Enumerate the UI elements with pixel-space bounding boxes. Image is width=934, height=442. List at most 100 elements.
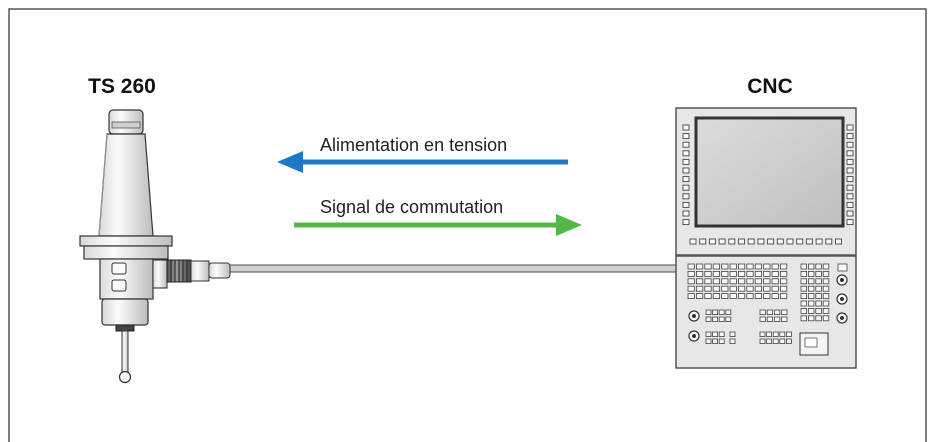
keyboard-key — [822, 293, 830, 300]
keyboard-key — [712, 263, 721, 270]
keyboard-key — [712, 316, 718, 322]
keyboard-key — [696, 278, 704, 285]
keyboard-key — [780, 278, 788, 285]
monitor-softkey — [846, 133, 854, 140]
signal-label: Signal de commutation — [320, 197, 503, 217]
monitor-softkey — [835, 238, 842, 245]
keyboard-key — [808, 293, 815, 300]
keyboard-key — [815, 285, 822, 292]
monitor-softkey — [728, 238, 736, 245]
keyboard-key — [800, 263, 807, 270]
keyboard-key — [721, 263, 729, 270]
keyboard-key — [815, 315, 822, 322]
keyboard-key — [759, 338, 766, 344]
keyboard-key — [780, 263, 788, 270]
keyboard-key — [815, 293, 822, 300]
monitor-softkey — [682, 124, 690, 131]
monitor-softkey — [682, 219, 690, 226]
keyboard-key — [696, 285, 704, 292]
monitor-softkey — [776, 238, 784, 245]
keyboard-key — [766, 338, 772, 344]
keyboard-key — [800, 300, 807, 307]
monitor-softkey — [682, 201, 690, 208]
keyboard-key — [808, 263, 815, 270]
keyboard-key — [808, 315, 815, 322]
keyboard-key — [738, 285, 746, 292]
keyboard-key — [772, 338, 779, 344]
monitor-softkey — [825, 238, 833, 245]
keyboard-key — [712, 338, 718, 344]
keyboard-key — [738, 263, 746, 270]
keyboard-key — [800, 270, 807, 277]
keyboard-key — [800, 293, 807, 300]
keyboard-key — [822, 270, 830, 277]
keyboard-key — [754, 285, 763, 292]
keyboard-key — [721, 270, 729, 277]
monitor-softkey — [846, 150, 854, 157]
keyboard-key — [696, 270, 704, 277]
keyboard-key — [721, 293, 729, 300]
keyboard-key — [774, 316, 781, 322]
keyboard-key — [754, 270, 763, 277]
monitor-softkey — [682, 193, 690, 200]
monitor-softkey — [846, 210, 854, 217]
keyboard-key — [763, 285, 771, 292]
keyboard-key — [729, 263, 737, 270]
keyboard-key — [712, 285, 721, 292]
keyboard-key — [759, 316, 766, 322]
monitor-softkey — [846, 201, 854, 208]
keyboard-key — [704, 285, 712, 292]
cnc-title: CNC — [747, 75, 793, 98]
keyboard-key — [822, 263, 830, 270]
keyboard-key — [766, 316, 774, 322]
monitor-softkey — [689, 238, 697, 245]
monitor-softkey — [682, 176, 690, 183]
monitor-softkey — [682, 167, 690, 174]
keyboard-key — [780, 270, 788, 277]
monitor-softkey — [815, 238, 823, 245]
keyboard-key — [822, 278, 830, 285]
keyboard-key — [815, 278, 822, 285]
keyboard-key — [705, 338, 712, 344]
keyboard-key — [763, 263, 771, 270]
keyboard-key — [721, 278, 729, 285]
probe-title: TS 260 — [88, 75, 156, 98]
keyboard-key — [687, 278, 695, 285]
keyboard-key — [729, 331, 736, 337]
keyboard-key — [687, 285, 695, 292]
monitor-softkey — [682, 141, 690, 148]
keyboard-key — [771, 278, 779, 285]
keyboard-key — [754, 263, 763, 270]
keyboard-key — [808, 270, 815, 277]
keyboard-key — [712, 278, 721, 285]
keyboard-key — [780, 293, 788, 300]
monitor-softkey — [682, 150, 690, 157]
keyboard-key — [786, 338, 792, 344]
keyboard-key — [822, 285, 830, 292]
keyboard-key — [754, 278, 763, 285]
keyboard-key — [771, 285, 779, 292]
keyboard-key — [721, 285, 729, 292]
keyboard-key — [705, 309, 712, 315]
keyboard-key — [754, 293, 763, 300]
keyboard-key — [738, 278, 746, 285]
keyboard-key — [704, 278, 712, 285]
monitor-softkey — [846, 124, 854, 131]
cnc-control-icon — [675, 107, 857, 369]
keyboard-key — [822, 315, 830, 322]
keyboard-key — [729, 338, 736, 344]
keyboard-key — [815, 270, 822, 277]
keyboard-key — [815, 307, 822, 314]
keyboard-key — [696, 293, 704, 300]
monitor-softkey — [757, 238, 765, 245]
keyboard-key — [780, 285, 788, 292]
keyboard-key — [822, 300, 830, 307]
keyboard-key — [800, 315, 807, 322]
monitor-softkey — [682, 210, 690, 217]
keyboard-key — [712, 293, 721, 300]
keyboard-key — [746, 293, 754, 300]
monitor-softkey — [846, 219, 854, 226]
keyboard-key — [704, 263, 712, 270]
